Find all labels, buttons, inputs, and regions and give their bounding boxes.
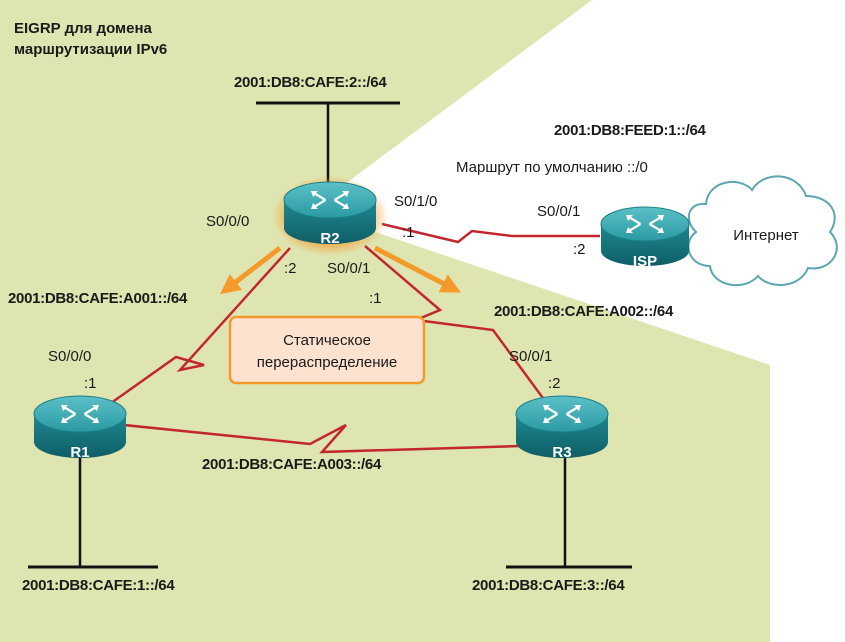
- router-r2-label: R2: [320, 230, 339, 247]
- default-route-label: Маршрут по умолчанию ::/0: [456, 159, 648, 176]
- redistribution-text-line2: перераспределение: [257, 354, 398, 371]
- r2-interface-s010: S0/1/0: [394, 193, 437, 210]
- router-isp-icon[interactable]: [600, 206, 690, 266]
- redistribution-callout: [228, 315, 426, 385]
- r2-interface-s000: S0/0/0: [206, 213, 249, 230]
- router-r2-icon[interactable]: [283, 181, 377, 244]
- r2-interface-s010-addr: :1: [402, 224, 415, 241]
- lan-lines: [28, 101, 632, 569]
- network-r1-lan: 2001:DB8:CAFE:1::/64: [22, 577, 175, 594]
- router-r1-icon[interactable]: [33, 395, 127, 458]
- network-r1-r3: 2001:DB8:CAFE:A003::/64: [202, 456, 382, 473]
- serial-link-r1-r3: [123, 423, 521, 454]
- r2-interface-s000-addr: :2: [284, 260, 297, 277]
- internet-label: Интернет: [733, 227, 799, 244]
- r3-interface-addr: :2: [548, 375, 561, 392]
- diagram-title-line1: EIGRP для домена: [14, 20, 153, 37]
- r1-interface-addr: :1: [84, 375, 97, 392]
- isp-interface-addr: :2: [573, 241, 586, 258]
- diagram-title-line2: маршрутизации IPv6: [14, 41, 167, 58]
- network-r1-r2: 2001:DB8:CAFE:A001::/64: [8, 290, 188, 307]
- serial-link-r2-isp: [381, 222, 600, 244]
- r3-interface-s001: S0/0/1: [509, 348, 552, 365]
- network-r2-r3: 2001:DB8:CAFE:A002::/64: [494, 303, 674, 320]
- network-isp: 2001:DB8:FEED:1::/64: [554, 122, 707, 139]
- serial-link-r1-r2: [79, 247, 291, 427]
- r2-interface-s001: S0/0/1: [327, 260, 370, 277]
- router-isp-label: ISP: [633, 253, 657, 270]
- network-r3-lan: 2001:DB8:CAFE:3::/64: [472, 577, 625, 594]
- isp-interface-s001: S0/0/1: [537, 203, 580, 220]
- redistribution-text-line1: Статическое: [283, 332, 371, 349]
- router-r1-label: R1: [70, 444, 89, 461]
- router-r3-label: R3: [552, 444, 571, 461]
- router-r3-icon[interactable]: [515, 395, 609, 458]
- redistribution-arrows: [220, 245, 461, 295]
- r2-interface-s001-addr: :1: [369, 290, 382, 307]
- network-r2-lan: 2001:DB8:CAFE:2::/64: [234, 74, 387, 91]
- r1-interface-s000: S0/0/0: [48, 348, 91, 365]
